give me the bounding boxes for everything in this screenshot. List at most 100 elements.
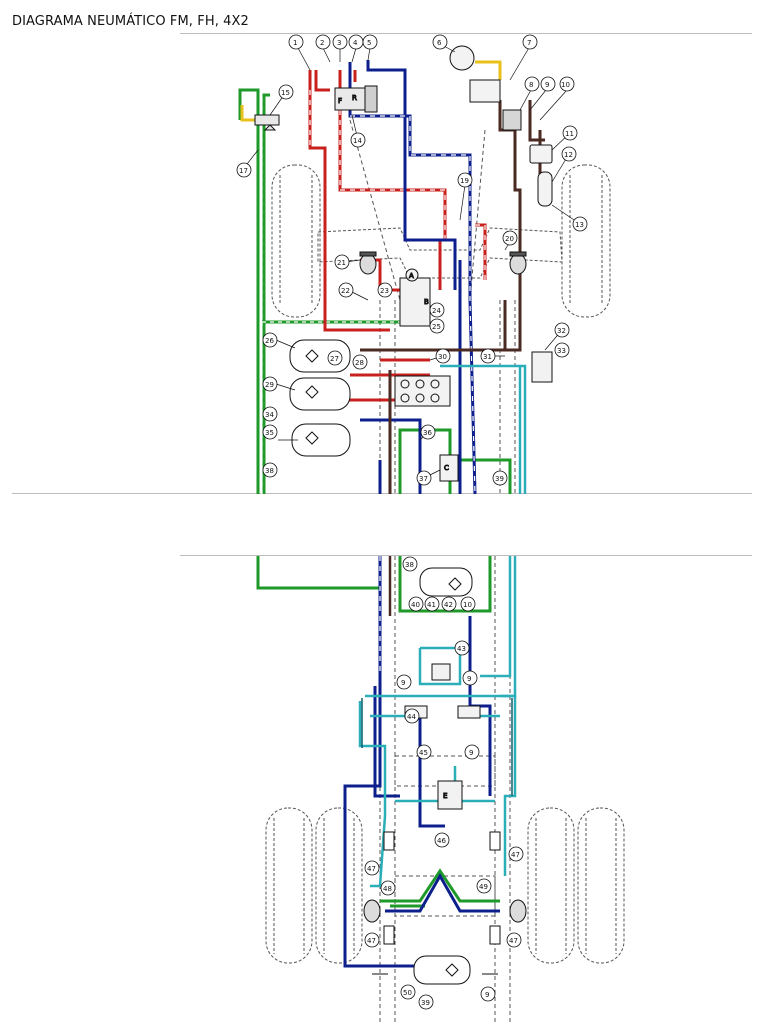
callout-10: 10 — [559, 76, 575, 92]
callout-33: 33 — [554, 342, 570, 358]
svg-text:45: 45 — [419, 749, 428, 757]
rear-top-reservoir — [419, 567, 473, 597]
rear-brake-chambers — [363, 831, 527, 945]
svg-text:1: 1 — [293, 39, 297, 47]
callout-26: 26 — [262, 332, 278, 348]
compressor-top-right — [449, 45, 522, 131]
svg-text:5: 5 — [367, 39, 371, 47]
callout-9: 9 — [540, 76, 556, 92]
callout-39-rear: 39 — [418, 994, 434, 1010]
svg-text:10: 10 — [561, 81, 570, 89]
callout-42: 42 — [441, 596, 457, 612]
svg-text:47: 47 — [509, 937, 518, 945]
callout-5: 5 — [362, 34, 378, 50]
svg-text:47: 47 — [367, 865, 376, 873]
svg-text:39: 39 — [421, 999, 430, 1007]
component-letter-c: C — [444, 464, 449, 472]
callout-38: 38 — [262, 462, 278, 478]
callout-19: 19 — [457, 172, 473, 188]
svg-text:9: 9 — [467, 675, 471, 683]
callout-47-left: 47 — [364, 860, 380, 876]
svg-text:34: 34 — [265, 411, 274, 419]
svg-text:9: 9 — [545, 81, 549, 89]
callout-22: 22 — [338, 282, 354, 298]
svg-text:38: 38 — [265, 467, 274, 475]
svg-text:6: 6 — [437, 39, 442, 47]
svg-text:35: 35 — [265, 429, 274, 437]
svg-text:40: 40 — [411, 601, 420, 609]
svg-text:9: 9 — [469, 749, 473, 757]
component-letter-b: B — [424, 298, 429, 306]
svg-text:20: 20 — [505, 235, 514, 243]
middle-divider-top — [12, 493, 752, 494]
callout-9-rear-a: 9 — [396, 674, 412, 690]
pneumatic-diagram-rear: E 38 40 41 42 10 43 9 9 44 45 9 46 47 47… — [256, 556, 625, 1024]
cyan-circuit — [440, 364, 527, 494]
callout-47-bottom-left: 47 — [364, 932, 380, 948]
callout-2: 2 — [315, 34, 331, 50]
callout-46: 46 — [434, 832, 450, 848]
callout-48: 48 — [380, 880, 396, 896]
svg-text:39: 39 — [495, 475, 504, 483]
svg-text:33: 33 — [557, 347, 566, 355]
svg-text:12: 12 — [564, 151, 573, 159]
svg-text:24: 24 — [432, 307, 441, 315]
callout-9-rear-c: 9 — [464, 744, 480, 760]
red-circuit-dashes — [309, 90, 486, 280]
svg-text:30: 30 — [438, 353, 447, 361]
brake-valve-block: A B — [399, 268, 431, 327]
callout-17: 17 — [236, 162, 252, 178]
front-brake-chamber-right — [509, 251, 527, 275]
svg-text:25: 25 — [432, 323, 441, 331]
callout-28: 28 — [352, 354, 368, 370]
callout-34: 34 — [262, 406, 278, 422]
callouts-top: 1 2 3 4 5 6 7 8 9 10 11 12 13 14 15 17 1… — [236, 34, 588, 486]
front-right-tire — [561, 164, 611, 318]
svg-text:2: 2 — [320, 39, 324, 47]
rear-left-tires — [265, 807, 363, 964]
svg-text:50: 50 — [403, 989, 412, 997]
callout-49: 49 — [476, 878, 492, 894]
svg-text:15: 15 — [281, 89, 290, 97]
svg-text:49: 49 — [479, 883, 488, 891]
svg-text:42: 42 — [444, 601, 453, 609]
front-brake-chamber-left — [359, 251, 377, 275]
callout-41: 41 — [424, 596, 440, 612]
svg-text:11: 11 — [565, 130, 574, 138]
callout-44: 44 — [404, 708, 420, 724]
callout-50: 50 — [400, 984, 416, 1000]
pneumatic-diagram-front: F R A B — [236, 34, 611, 494]
callout-25: 25 — [429, 318, 445, 334]
callout-13: 13 — [572, 216, 588, 232]
svg-text:23: 23 — [380, 287, 389, 295]
front-left-tire — [271, 164, 321, 318]
callout-12: 12 — [561, 146, 577, 162]
svg-text:7: 7 — [527, 39, 531, 47]
svg-text:10: 10 — [463, 601, 472, 609]
callout-37: 37 — [416, 470, 432, 486]
component-letter-r: R — [352, 94, 357, 102]
callout-21: 21 — [334, 254, 350, 270]
callout-39: 39 — [492, 470, 508, 486]
callout-24: 24 — [429, 302, 445, 318]
svg-text:47: 47 — [367, 937, 376, 945]
svg-text:48: 48 — [383, 885, 392, 893]
callout-8: 8 — [524, 76, 540, 92]
callout-7: 7 — [522, 34, 538, 50]
svg-text:9: 9 — [401, 679, 405, 687]
svg-text:41: 41 — [427, 601, 436, 609]
callout-47-bottom-right: 47 — [506, 932, 522, 948]
brown-circuit — [360, 100, 545, 494]
svg-text:44: 44 — [407, 713, 416, 721]
svg-text:43: 43 — [457, 645, 466, 653]
svg-text:13: 13 — [575, 221, 584, 229]
callout-47-right: 47 — [508, 846, 524, 862]
svg-text:32: 32 — [557, 327, 566, 335]
air-reservoirs — [289, 339, 351, 457]
component-letter-a: A — [409, 272, 414, 280]
callout-32: 32 — [554, 322, 570, 338]
svg-text:36: 36 — [423, 429, 432, 437]
svg-text:8: 8 — [529, 81, 533, 89]
callout-3: 3 — [332, 34, 348, 50]
callout-9-rear-d: 9 — [480, 986, 496, 1002]
